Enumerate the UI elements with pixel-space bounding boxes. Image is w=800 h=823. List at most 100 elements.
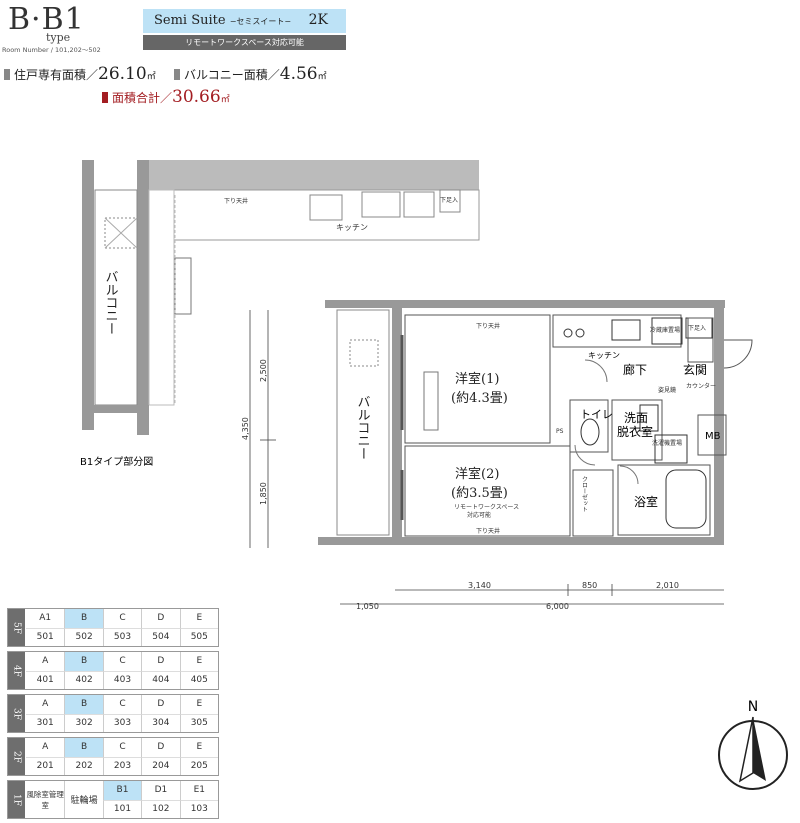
b1-partial-plan <box>82 160 480 435</box>
room-cell: 402 <box>64 670 103 689</box>
type-cell: C <box>102 609 141 628</box>
western2-label: 洋室(2) <box>455 466 499 482</box>
dim-w1: 3,140 <box>468 581 491 590</box>
type-cell: D <box>141 609 179 628</box>
room-cell: 404 <box>141 670 180 689</box>
dim-w3: 2,010 <box>656 581 679 590</box>
floor-plan: バルコニー 下り天井 キッチン 下足入 B1タイプ部分図 <box>80 160 753 611</box>
corridor-label: 廊下 <box>623 362 647 377</box>
total-area-value: 30.66 <box>172 87 221 107</box>
type-cell: A <box>42 656 49 667</box>
room-cell: 203 <box>102 756 142 775</box>
mb-label: MB <box>705 431 721 442</box>
type-title: B·B1 <box>8 2 85 37</box>
plan-kind: 2K <box>308 12 328 28</box>
b1-caption: B1タイプ部分図 <box>80 455 153 468</box>
room-cell: 503 <box>102 627 142 646</box>
washer-label: 洗濯機置場 <box>652 439 682 447</box>
room-cell: 401 <box>26 670 65 690</box>
type-cell: B1 <box>102 781 142 800</box>
type-cell: E <box>179 609 218 628</box>
mirror-label: 姿見鏡 <box>658 386 676 394</box>
b1-dropped-ceiling: 下り天井 <box>224 197 248 205</box>
type-cell: D <box>141 738 179 757</box>
type-subtitle: type <box>46 31 71 44</box>
dropped-ceiling-2: 下り天井 <box>476 527 500 535</box>
room-cell: 103 <box>179 799 218 818</box>
room-cell: 102 <box>141 799 180 818</box>
dim-balcony: 1,050 <box>356 602 379 611</box>
floor-label: 4F <box>8 652 25 689</box>
type-cell: B <box>64 738 103 757</box>
room-cell: 202 <box>64 756 103 775</box>
dim-h-total: 4,350 <box>241 417 250 440</box>
room-number: Room Number / 101,202～502 <box>2 46 101 54</box>
type-cell: D <box>141 695 179 714</box>
western1-label: 洋室(1) <box>455 371 499 387</box>
type-cell: B <box>64 695 103 714</box>
dim-w-total: 6,000 <box>546 602 569 611</box>
plan-badge: Semi Suite −セミスイート− 2K <box>143 9 346 33</box>
room-cell: 303 <box>102 713 142 732</box>
b1-shoe-label: 下足入 <box>440 197 458 204</box>
washroom-label: 洗面 <box>624 411 648 425</box>
ps-label: PS <box>556 428 564 435</box>
room-cell: 205 <box>179 756 218 775</box>
b1-balcony-label: バルコニー <box>103 270 119 335</box>
balcony-area: バルコニー面積／4.56㎡ <box>174 64 327 84</box>
type-cell: A <box>42 742 49 753</box>
balcony-label: バルコニー <box>355 395 371 460</box>
type-cell: E <box>179 652 218 671</box>
plan-name-ja: −セミスイート− <box>229 17 292 26</box>
bath-label: 浴室 <box>634 494 658 509</box>
dim-w2: 850 <box>582 581 597 590</box>
square-bullet-icon <box>4 69 10 80</box>
type-cell: E1 <box>179 781 218 800</box>
type-cell: C <box>102 738 141 757</box>
area-unit: ㎡ <box>220 95 230 105</box>
western2-size: (約3.5畳) <box>451 486 508 501</box>
room-cell: 201 <box>26 756 65 776</box>
kitchen-label: キッチン <box>588 351 620 360</box>
balcony-area-label: バルコニー面積／ <box>184 68 280 82</box>
counter-label: カウンター <box>686 382 716 390</box>
western1-size: (約4.3畳) <box>451 391 508 406</box>
room-cell: 405 <box>179 670 218 689</box>
balcony-area-value: 4.56 <box>279 64 318 84</box>
room-cell: 301 <box>26 713 65 733</box>
room-cell: 504 <box>141 627 180 646</box>
north-label: N <box>748 699 758 715</box>
private-area-value: 26.10 <box>98 64 147 84</box>
type-cell: C <box>102 652 141 671</box>
type-cell: B <box>64 609 103 628</box>
room-cell: 505 <box>179 627 218 646</box>
room-cell: 304 <box>141 713 180 732</box>
dropped-ceiling-1: 下り天井 <box>476 322 500 330</box>
remote-note-1: リモートワークスペース <box>454 504 519 511</box>
square-bullet-icon <box>102 92 108 103</box>
room-cell: 302 <box>64 713 103 732</box>
total-area-label: 面積合計／ <box>112 91 173 105</box>
type-cell: E <box>179 738 218 757</box>
north-arrow-icon: N <box>718 699 788 790</box>
private-area-label: 住戸専有面積／ <box>14 68 99 82</box>
type-cell: D <box>141 652 179 671</box>
b-main-plan <box>318 300 753 545</box>
floor-label: 5F <box>8 609 25 646</box>
fridge-label: 冷蔵庫置場 <box>650 326 680 334</box>
dimension-lines <box>249 310 724 605</box>
square-bullet-icon <box>174 69 180 80</box>
area-unit: ㎡ <box>146 72 156 82</box>
type-cell: B <box>64 652 103 671</box>
type-cell: D1 <box>141 781 179 800</box>
room-cell: 501 <box>26 627 65 647</box>
remote-note-2: 対応可能 <box>467 511 491 519</box>
dressing-label: 脱衣室 <box>617 424 653 439</box>
dim-h2: 1,850 <box>259 482 268 505</box>
type-cell: A <box>42 699 49 710</box>
